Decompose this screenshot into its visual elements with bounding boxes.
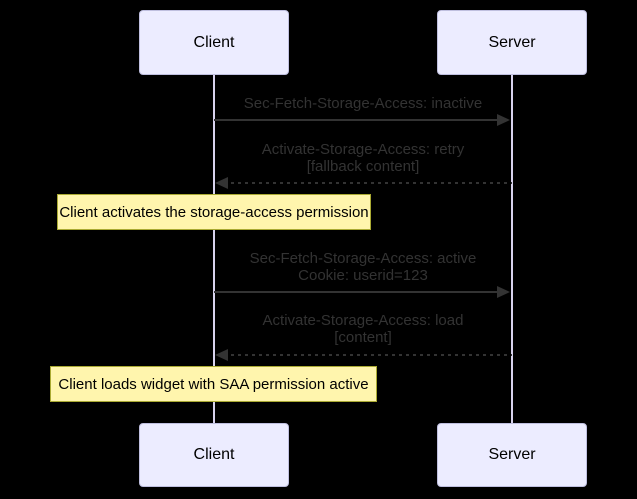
actor-box-server-bottom: Server <box>437 423 587 487</box>
message-line: Activate-Storage-Access: retry <box>261 141 465 158</box>
actor-label-server: Server <box>488 33 536 51</box>
note-box: Client activates the storage-access perm… <box>57 194 371 230</box>
message-label: Activate-Storage-Access: load [content] <box>214 312 512 346</box>
message-label: Sec-Fetch-Storage-Access: active Cookie:… <box>214 250 512 284</box>
arrow-line-dotted <box>224 182 512 184</box>
message-label: Activate-Storage-Access: retry [fallback… <box>214 141 512 175</box>
lifeline-client <box>213 75 215 423</box>
arrowhead-right-icon <box>497 114 510 126</box>
message-line: [fallback content] <box>306 158 420 175</box>
message-line: Cookie: userid=123 <box>298 267 428 284</box>
message-line: Sec-Fetch-Storage-Access: active <box>249 250 477 267</box>
message-line: Activate-Storage-Access: load <box>262 312 464 329</box>
arrowhead-right-icon <box>497 286 510 298</box>
note-box: Client loads widget with SAA permission … <box>50 366 377 402</box>
arrow-line-dotted <box>224 354 512 356</box>
note-text: Client activates the storage-access perm… <box>59 203 369 221</box>
arrow-line-solid <box>214 291 504 293</box>
message-line: [content] <box>334 329 392 346</box>
arrowhead-left-icon <box>215 177 228 189</box>
actor-label-server: Server <box>488 446 536 463</box>
arrow-line-solid <box>214 119 504 121</box>
arrowhead-left-icon <box>215 349 228 361</box>
message-line: Sec-Fetch-Storage-Access: inactive <box>243 95 483 112</box>
actor-box-client-bottom: Client <box>139 423 289 487</box>
lifeline-server <box>511 75 513 423</box>
actor-box-server-top: Server <box>437 10 587 75</box>
message-label: Sec-Fetch-Storage-Access: inactive <box>214 95 512 112</box>
note-text: Client loads widget with SAA permission … <box>58 375 369 393</box>
actor-label-client: Client <box>193 446 235 463</box>
actor-box-client-top: Client <box>139 10 289 75</box>
actor-label-client: Client <box>193 33 235 51</box>
